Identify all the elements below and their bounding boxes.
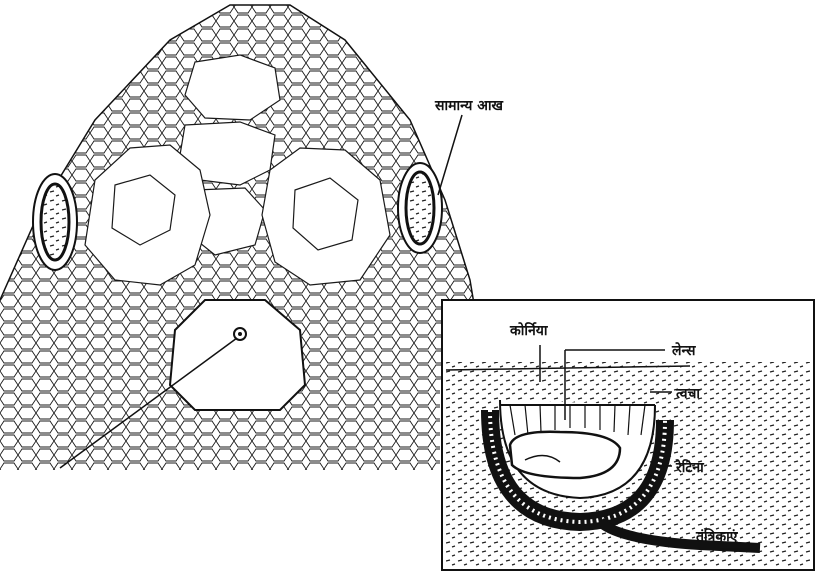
parietal-plate (170, 300, 305, 410)
lizard-head (0, 0, 480, 470)
right-lateral-eye (398, 163, 442, 253)
retina-label: रेटिना (675, 459, 706, 476)
inset-section: कोर्निया लेन्स त्वचा रेटिना तंत्रिकाएं (442, 300, 814, 570)
normal-eye-label: सामान्य आख (434, 98, 504, 114)
skin-label: त्वचा (675, 386, 701, 402)
left-lateral-eye (33, 174, 77, 270)
lens (510, 432, 620, 478)
lens-label: लेन्स (671, 342, 696, 359)
cornea-label: कोर्निया (509, 322, 549, 339)
normal-eye-callout: सामान्य आख (434, 98, 504, 195)
nerves-label: तंत्रिकाएं (695, 528, 739, 545)
